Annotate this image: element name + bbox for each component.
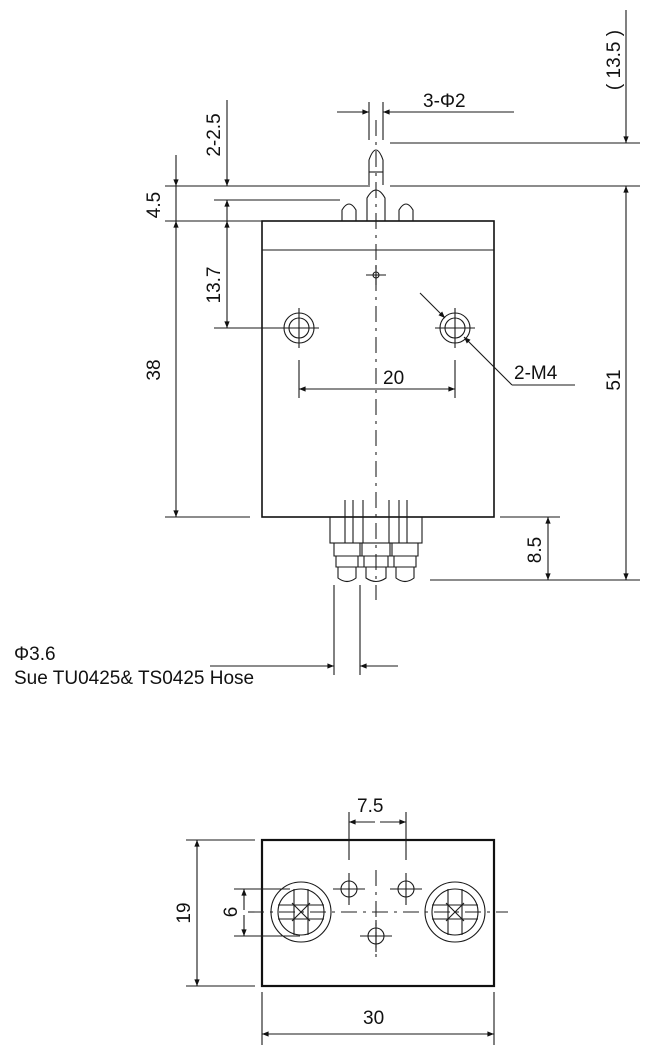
dim-20: 20 [298, 360, 456, 398]
valve-body [261, 220, 495, 518]
dim-pin-length-label: 2-2.5 [204, 113, 225, 156]
dim-38-label: 38 [144, 359, 165, 380]
screw-right [424, 881, 486, 943]
dim-38: 38 [144, 221, 250, 518]
dim-20-label: 20 [383, 368, 404, 389]
dim-7-5-label: 7.5 [357, 796, 383, 817]
bottom-body [260, 838, 496, 988]
dim-7-5: 7.5 [348, 796, 407, 860]
dim-6: 6 [221, 888, 300, 937]
hose-fittings [329, 500, 423, 583]
dim-30: 30 [261, 992, 495, 1045]
screw-left [270, 881, 332, 943]
dim-51-label: 51 [604, 369, 625, 390]
dim-thread: 2-M4 [419, 292, 575, 386]
dim-4-5: 4.5 [144, 155, 262, 222]
dim-top-ref-label: ( 13.5 ) [604, 30, 625, 90]
hose-note-label: Sue TU0425& TS0425 Hose [14, 668, 254, 689]
dim-13-7-label: 13.7 [204, 267, 225, 304]
dim-13-7: 13.7 [204, 221, 290, 329]
dim-6-label: 6 [221, 907, 242, 918]
mounting-hole-right [435, 308, 475, 348]
dim-pins-label: 3-Φ2 [423, 91, 466, 112]
dim-pin-length: 2-2.5 [204, 100, 370, 222]
dim-8-5: 8.5 [500, 516, 560, 581]
bottom-view: 7.5 19 6 30 [174, 796, 508, 1045]
hose-diameter-label: Φ3.6 [14, 644, 56, 665]
top-pins [341, 149, 414, 221]
dim-19-label: 19 [174, 902, 195, 923]
dim-4-5-label: 4.5 [144, 192, 165, 218]
port-top-left [333, 873, 365, 905]
port-top-right [390, 873, 422, 905]
dim-30-label: 30 [363, 1008, 384, 1029]
center-mark [366, 265, 386, 285]
dim-hose: Φ3.6 Sue TU0425& TS0425 Hose [14, 585, 398, 689]
dim-19: 19 [174, 839, 255, 987]
dim-pins: 3-Φ2 [337, 91, 514, 140]
dim-right: ( 13.5 ) 51 [390, 10, 640, 581]
dim-8-5-label: 8.5 [525, 537, 546, 563]
port-bottom-center [360, 920, 392, 952]
front-view: 3-Φ2 ( 13.5 ) 51 2-2.5 [14, 10, 640, 689]
dim-thread-label: 2-M4 [514, 363, 558, 384]
